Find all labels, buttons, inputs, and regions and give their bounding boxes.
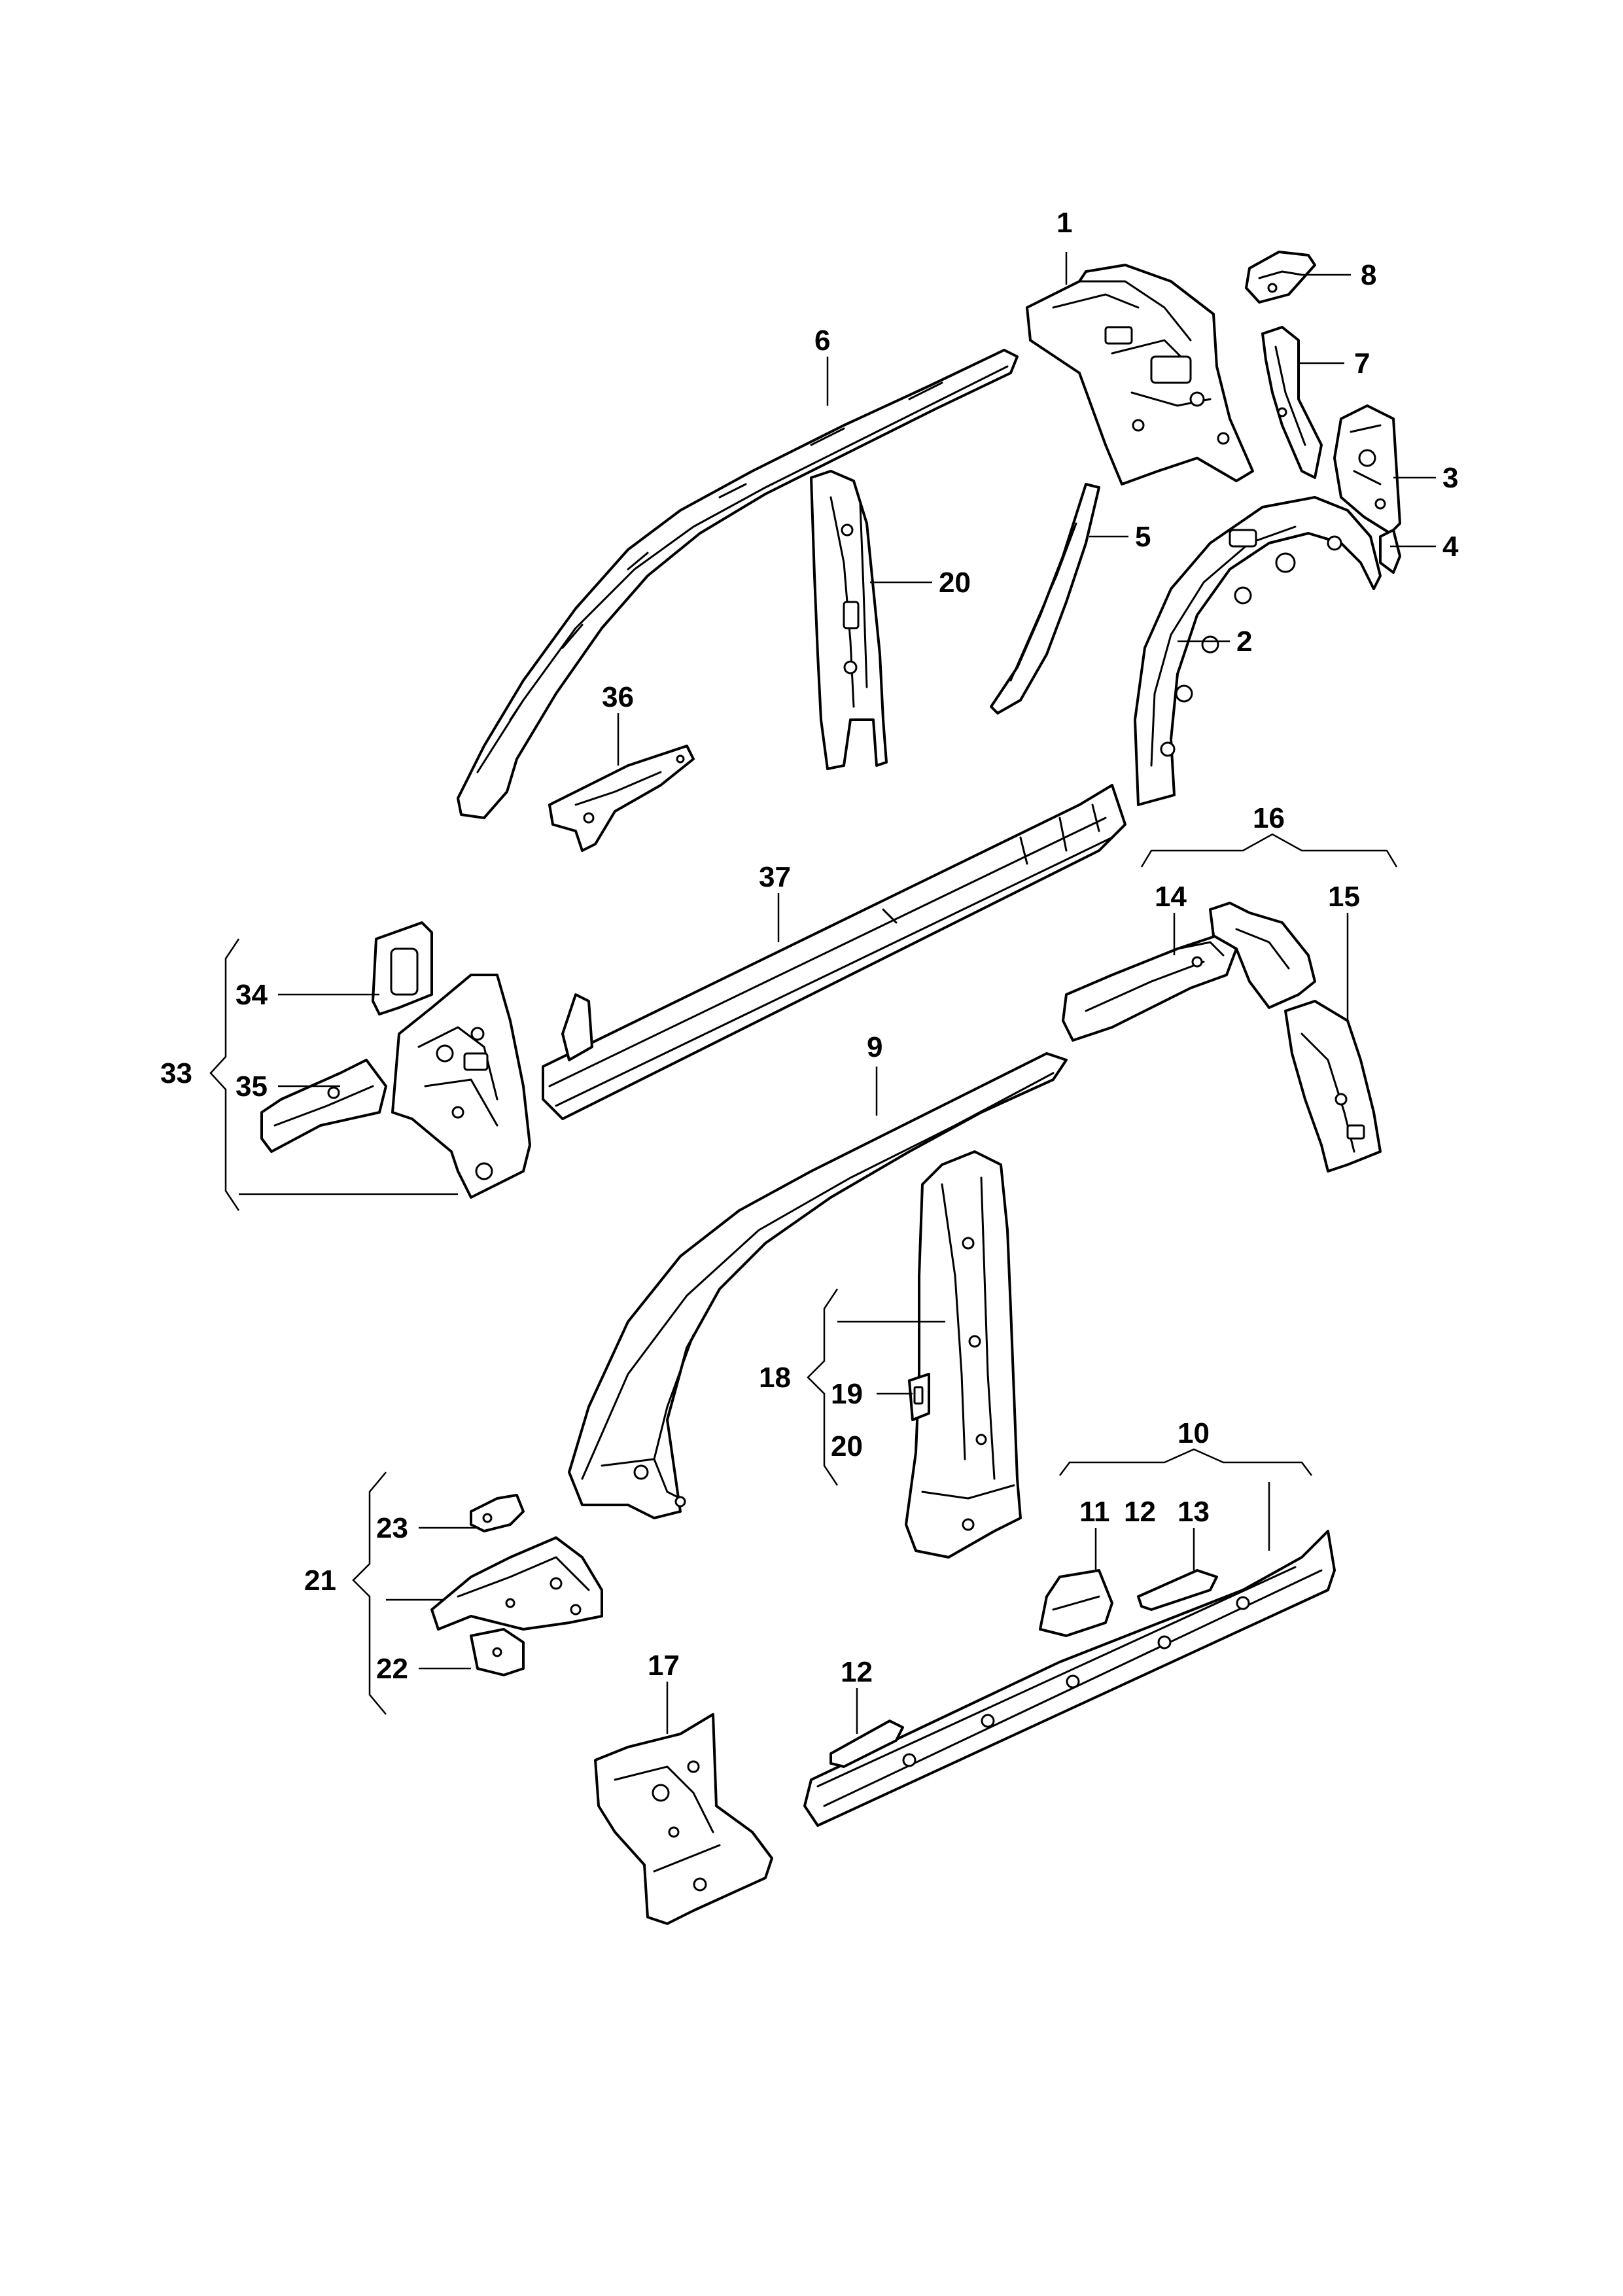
- label-12-lower: 12: [841, 1656, 873, 1688]
- part-16-bracket[interactable]: [1209, 902, 1316, 1009]
- part-4-small-bracket[interactable]: [1379, 529, 1401, 574]
- label-14: 14: [1155, 881, 1187, 913]
- part-5-c-pillar-reinforcement[interactable]: [990, 483, 1100, 715]
- label-36: 36: [602, 681, 634, 713]
- label-37: 37: [759, 861, 791, 893]
- label-13: 13: [1178, 1496, 1210, 1528]
- part-12-lower-strip[interactable]: [829, 1720, 904, 1768]
- part-2-rear-wheelhouse[interactable]: [1134, 496, 1382, 806]
- label-17: 17: [648, 1650, 680, 1682]
- label-8: 8: [1361, 259, 1376, 291]
- part-7-reinforcement[interactable]: [1261, 326, 1323, 479]
- part-13-strip[interactable]: [1137, 1569, 1218, 1611]
- label-7: 7: [1354, 347, 1370, 380]
- label-23: 23: [376, 1512, 408, 1544]
- label-19: 19: [831, 1378, 863, 1410]
- part-23-bracket[interactable]: [470, 1494, 525, 1532]
- part-14-rear-rail[interactable]: [1062, 934, 1238, 1042]
- part-35-bracket[interactable]: [260, 1059, 387, 1153]
- label-15: 15: [1328, 881, 1360, 913]
- label-2: 2: [1236, 626, 1252, 658]
- part-6-roof-side-rail[interactable]: [457, 349, 1019, 819]
- part-33-a-pillar-lower-inner[interactable]: [391, 974, 531, 1199]
- part-36-bracket[interactable]: [548, 745, 695, 852]
- label-5: 5: [1135, 521, 1151, 553]
- label-21: 21: [304, 1564, 336, 1597]
- part-15-rear-panel[interactable]: [1284, 1000, 1382, 1173]
- label-20-upper: 20: [939, 567, 971, 599]
- part-1-rear-quarter-inner-panel[interactable]: [1026, 264, 1254, 486]
- part-number-labels: 1 8 6 7 3 5 4 20 2 36 16 37 14 15 34 9 3…: [160, 207, 1459, 1688]
- label-34: 34: [236, 979, 268, 1011]
- label-16: 16: [1253, 802, 1285, 834]
- part-8-bracket[interactable]: [1245, 251, 1316, 304]
- label-9: 9: [867, 1031, 882, 1063]
- part-3-panel[interactable]: [1333, 404, 1401, 535]
- part-18-b-pillar-outer[interactable]: [905, 1150, 1022, 1559]
- label-35: 35: [236, 1070, 268, 1103]
- label-22: 22: [376, 1653, 408, 1685]
- label-12-upper: 12: [1124, 1496, 1156, 1528]
- part-17-a-pillar-lower-outer[interactable]: [594, 1713, 773, 1925]
- part-9-body-side-outer-frame[interactable]: [568, 1052, 1068, 1519]
- label-10: 10: [1178, 1417, 1210, 1449]
- label-6: 6: [814, 325, 830, 357]
- label-1: 1: [1056, 207, 1072, 239]
- label-20-lower: 20: [831, 1430, 863, 1462]
- label-33: 33: [160, 1057, 192, 1089]
- part-22-bracket[interactable]: [470, 1628, 525, 1676]
- part-21-front-wheelhouse-extension[interactable]: [430, 1536, 603, 1631]
- part-34-frame[interactable]: [372, 921, 433, 1016]
- part-11-bracket[interactable]: [1039, 1569, 1113, 1637]
- part-19-plate[interactable]: [908, 1373, 930, 1421]
- label-18: 18: [759, 1362, 791, 1394]
- label-11: 11: [1079, 1496, 1110, 1528]
- label-3: 3: [1442, 462, 1458, 494]
- leader-lines: [209, 252, 1436, 1734]
- part-20-upper-b-pillar-inner[interactable]: [810, 470, 888, 770]
- part-37-inner-sill[interactable]: [542, 784, 1126, 1120]
- label-4: 4: [1442, 531, 1459, 563]
- part-10-rocker-outer[interactable]: [803, 1530, 1336, 1827]
